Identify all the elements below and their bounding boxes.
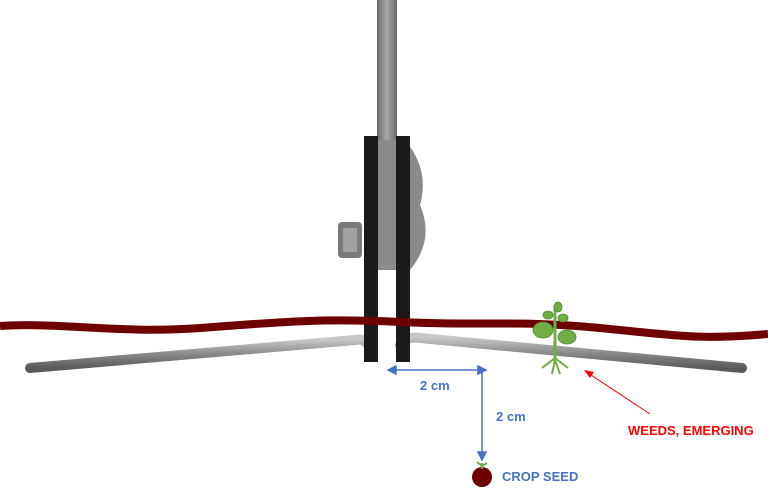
- frame-plates: [364, 136, 410, 362]
- weed-pointer-arrowhead: [584, 370, 594, 378]
- soil-surface-line: [0, 316, 768, 341]
- bolt-icon: [338, 222, 362, 258]
- horizontal-distance-label: 2 cm: [420, 378, 450, 393]
- weed-pointer-arrow: [587, 372, 651, 415]
- crop-seed-icon: [472, 461, 492, 487]
- vertical-distance-label: 2 cm: [496, 409, 526, 424]
- dimension-arrows: [386, 364, 488, 462]
- crop-seed-label: CROP SEED: [502, 469, 579, 484]
- weeds-label: WEEDS, EMERGING: [628, 423, 754, 438]
- weed-plant-icon: [532, 301, 577, 375]
- tine-rods: [25, 332, 747, 373]
